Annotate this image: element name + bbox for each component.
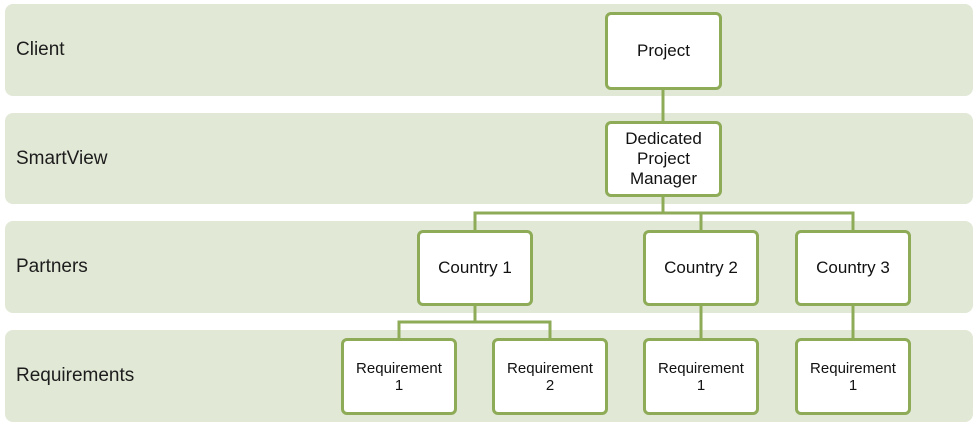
node-project-manager-label: Dedicated Project Manager: [625, 129, 702, 188]
node-country-1-label: Country 1: [438, 258, 512, 277]
node-c1-requirement-2-label: Requirement 2: [507, 359, 593, 394]
node-country-2: Country 2: [643, 230, 759, 306]
node-project: Project: [605, 12, 722, 90]
edge-manager-to-countries: [473, 194, 855, 232]
lane-label-partners: Partners: [16, 256, 88, 277]
lane-label-smartview: SmartView: [16, 147, 108, 169]
lane-label-requirements: Requirements: [16, 365, 135, 386]
node-c2-requirement-1: Requirement 1: [643, 338, 759, 415]
node-country-1: Country 1: [417, 230, 533, 306]
node-country-3: Country 3: [795, 230, 911, 306]
node-c1-requirement-1-label: Requirement 1: [356, 359, 442, 394]
node-c3-requirement-1-label: Requirement 1: [810, 359, 896, 394]
node-c2-requirement-1-label: Requirement 1: [658, 359, 744, 394]
node-country-3-label: Country 3: [816, 258, 890, 277]
lane-client: Client: [5, 4, 973, 96]
node-country-2-label: Country 2: [664, 258, 738, 277]
lane-label-client: Client: [16, 39, 65, 60]
node-project-label: Project: [637, 41, 690, 60]
node-c1-requirement-1: Requirement 1: [341, 338, 457, 415]
node-c3-requirement-1: Requirement 1: [795, 338, 911, 415]
lane-smartview: SmartView: [5, 113, 973, 204]
edge-country1-to-requirements: [397, 303, 552, 340]
node-project-manager: Dedicated Project Manager: [605, 121, 722, 197]
node-c1-requirement-2: Requirement 2: [492, 338, 608, 415]
